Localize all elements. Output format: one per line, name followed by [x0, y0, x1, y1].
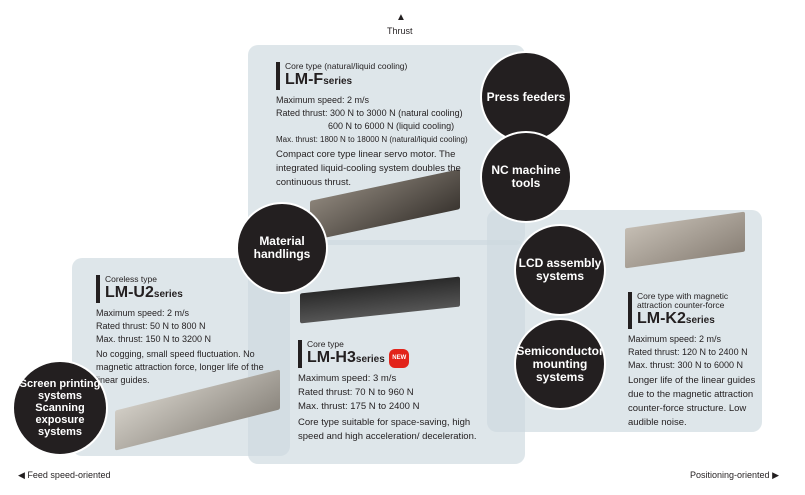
app-semiconductor-mounting: Semiconductor mounting systems	[514, 318, 606, 410]
axis-thrust: Thrust	[387, 26, 413, 36]
arrow-right-icon: ▶	[769, 470, 779, 480]
lmf-info: Core type (natural/liquid cooling)LM-Fse…	[276, 62, 516, 190]
new-badge: NEW	[389, 349, 410, 368]
arrow-left-icon: ◀	[18, 470, 28, 480]
app-press-feeders: Press feeders	[480, 51, 572, 143]
app-screen-printing: Screen printing systems Scanning exposur…	[12, 360, 108, 456]
lmk2-info: Core type with magnetic attraction count…	[628, 292, 758, 430]
arrow-up-icon: ▲	[396, 12, 406, 23]
app-lcd-assembly: LCD assembly systems	[514, 224, 606, 316]
axis-right: Positioning-oriented ▶	[690, 470, 779, 480]
axis-left: ◀ Feed speed-oriented	[18, 470, 111, 480]
app-material-handlings: Material handlings	[236, 202, 328, 294]
app-nc-machine-tools: NC machine tools	[480, 131, 572, 223]
